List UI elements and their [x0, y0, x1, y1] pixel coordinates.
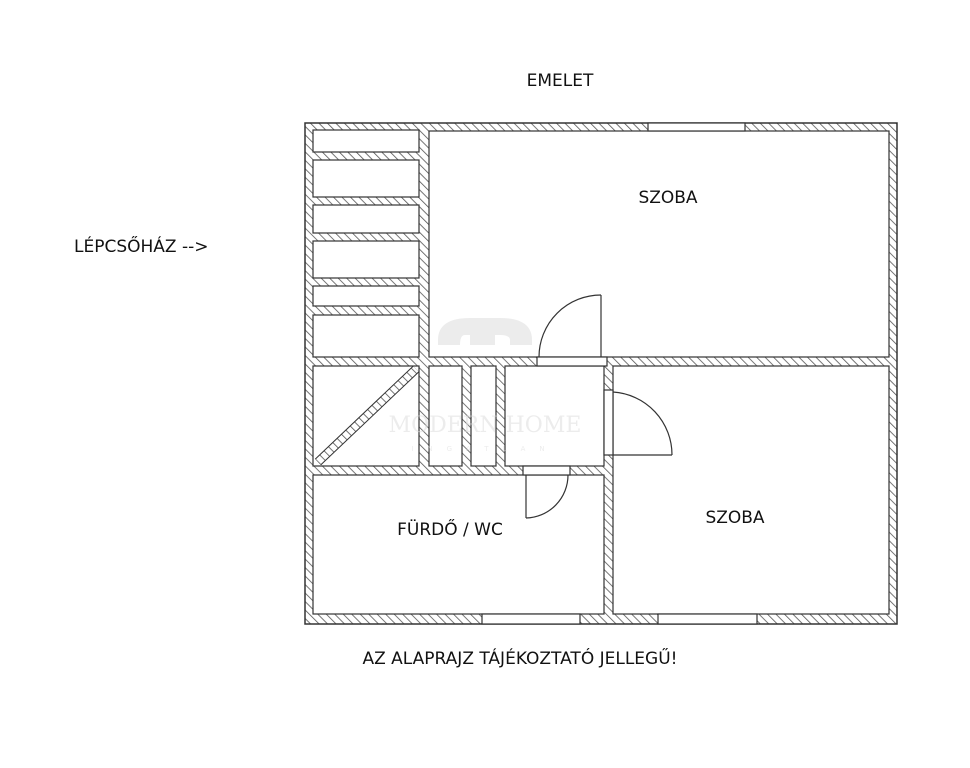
svg-text:MODERN HOME: MODERN HOME [389, 413, 582, 438]
disclaimer: AZ ALAPRAJZ TÁJÉKOZTATÓ JELLEGŰ! [363, 647, 678, 669]
room-right-label: SZOBA [705, 508, 764, 528]
room-right [612, 365, 890, 615]
stairwell-label: LÉPCSŐHÁZ --> [74, 235, 208, 257]
bathroom [312, 474, 605, 615]
hallway [504, 365, 605, 467]
room-top-label: SZOBA [638, 188, 697, 208]
bathroom-label: FÜRDŐ / WC [397, 518, 503, 540]
floor-title: EMELET [527, 71, 594, 91]
door-top [536, 294, 608, 367]
closet-2 [470, 365, 497, 467]
closet-1 [428, 365, 463, 467]
windows [481, 122, 758, 625]
door-bathroom [522, 465, 571, 519]
door-right [603, 389, 673, 456]
svg-text:INGATLAN: INGATLAN [411, 445, 558, 453]
watermark: MODERN HOME INGATLAN [389, 318, 582, 453]
stair-steps [312, 129, 420, 358]
